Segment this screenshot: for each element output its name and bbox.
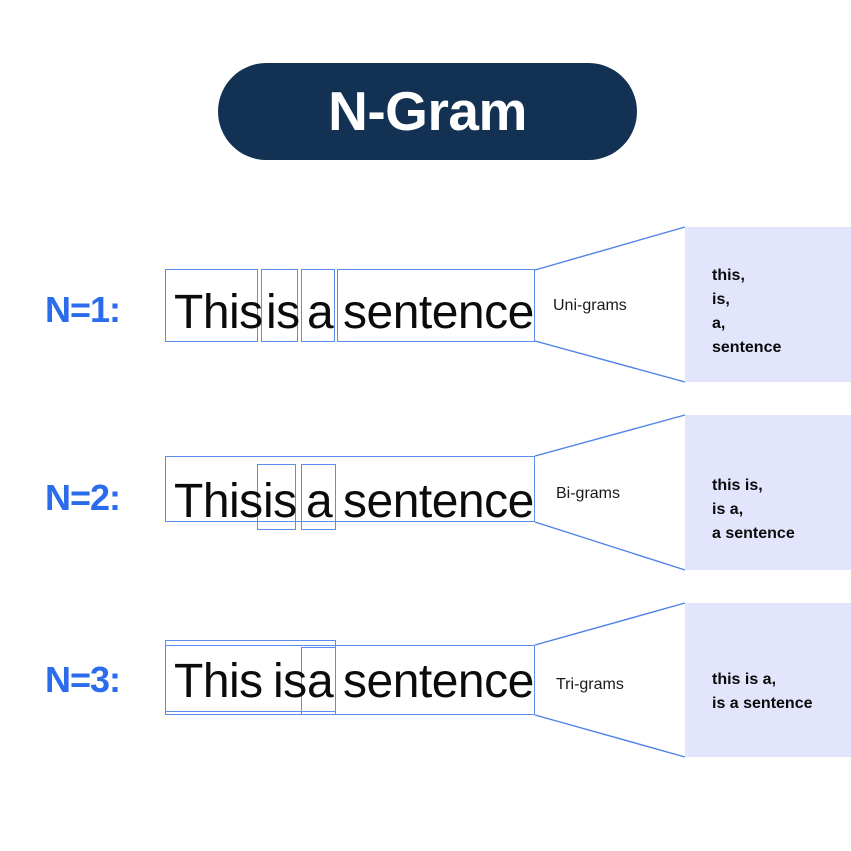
- sentence-word-n1-3: a: [307, 286, 334, 339]
- gram-type-label-n1: Uni-grams: [553, 297, 627, 314]
- output-panel-n3: [685, 603, 851, 757]
- sentence-word-n1-2: is: [266, 286, 300, 339]
- page-title-pill: N-Gram: [218, 63, 637, 160]
- token-box-n3-main: [165, 645, 535, 715]
- sentence-word-n2-1: This: [174, 475, 263, 528]
- row-label-n3: N=3:: [45, 659, 121, 700]
- token-box-n1-1: [165, 269, 258, 342]
- output-list-n2: this is, is a, a sentence: [712, 477, 795, 542]
- output-panel-n1: [685, 227, 851, 382]
- sentence-word-n3-4: sentence: [343, 655, 534, 708]
- page-title: N-Gram: [328, 80, 527, 142]
- sentence-word-n2-2: is: [263, 475, 297, 528]
- sentence-word-n3-2: is: [273, 655, 307, 708]
- sentence-word-n2-3: a: [306, 475, 333, 528]
- output-list-n1: this, is, a, sentence: [712, 267, 782, 356]
- sentence-word-n3-3: a: [307, 655, 334, 708]
- token-box-n2-a: [301, 464, 336, 530]
- token-box-n3-a: [301, 647, 336, 715]
- sentence-word-n1-1: This: [174, 286, 263, 339]
- gram-type-label-n3: Tri-grams: [556, 676, 624, 693]
- output-panel-n2: [685, 415, 851, 570]
- sentence-word-n1-4: sentence: [343, 286, 534, 339]
- token-box-n2-main: [165, 456, 535, 522]
- gram-type-label-n2: Bi-grams: [556, 485, 621, 502]
- token-box-n1-2: [261, 269, 298, 342]
- output-list-n3: this is a, is a sentence: [712, 671, 813, 712]
- sentence-word-n2-4: sentence: [343, 475, 534, 528]
- token-box-n1-3: [301, 269, 335, 342]
- token-box-n1-4: [337, 269, 535, 342]
- sentence-word-n3-1: This: [174, 655, 263, 708]
- row-label-n2: N=2:: [45, 477, 121, 518]
- token-box-n2-is: [257, 464, 296, 530]
- row-label-n1: N=1:: [45, 289, 121, 330]
